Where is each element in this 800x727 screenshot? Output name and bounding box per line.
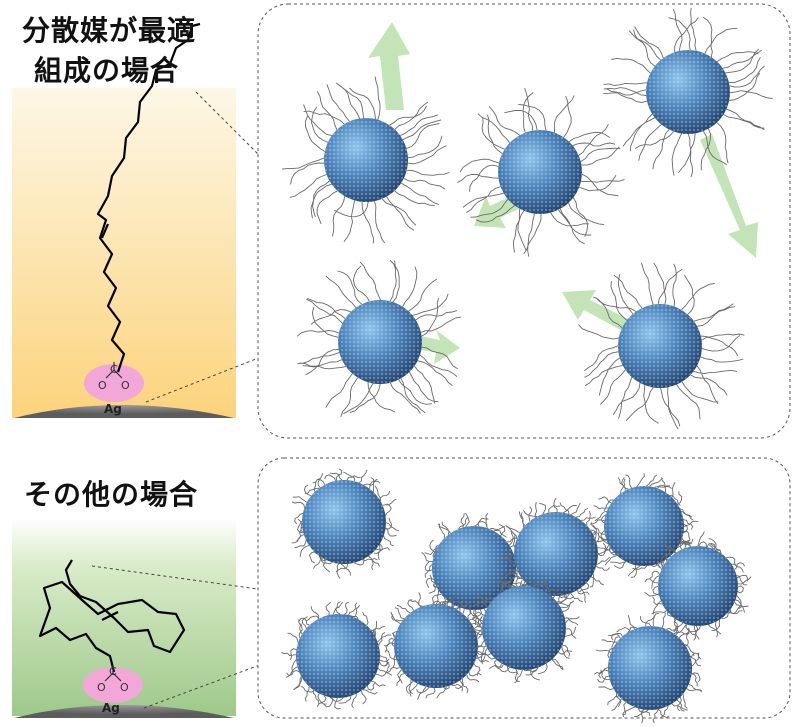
nanoparticle-dispersed — [578, 262, 745, 430]
nanoparticle-dispersed — [281, 76, 450, 244]
crystal-lattice — [432, 526, 516, 610]
carbon-label-top: C — [110, 363, 118, 376]
ligand-shell — [291, 468, 400, 579]
title-optimal-line1: 分散媒が最適 — [22, 14, 197, 47]
crystal-lattice — [658, 546, 738, 626]
motion-arrows — [368, 22, 758, 364]
nanoparticle-aggregated — [467, 575, 580, 684]
carboxylate-group-bottom — [83, 667, 143, 703]
silver-substrate-top — [14, 405, 234, 418]
nanoparticle-aggregated — [593, 612, 703, 724]
nanoparticle-aggregated — [644, 531, 752, 641]
carbon-label-bottom: C — [109, 665, 117, 678]
carboxylate-bonds-bottom — [104, 665, 122, 682]
crystal-lattice — [482, 586, 566, 670]
nanoparticle-aggregated — [500, 497, 611, 610]
oxygen-label-top-left: O — [98, 379, 107, 392]
ligand-shell — [644, 531, 752, 641]
double-bond-top — [100, 223, 110, 239]
crystal-lattice — [498, 130, 582, 214]
silver-substrate-bottom — [14, 705, 234, 718]
oxygen-label-top-right: O — [121, 379, 130, 392]
double-bond-bottom — [101, 611, 119, 621]
nanoparticle-dispersed — [296, 259, 462, 417]
nanoparticle-dispersed — [603, 7, 773, 178]
crystal-lattice — [296, 614, 380, 698]
ligand-shell — [593, 612, 703, 724]
carboxylate-bonds-top — [105, 362, 123, 379]
ligand-panel-optimal — [12, 88, 236, 418]
ligand-shell — [603, 7, 773, 178]
nanoparticle-layer — [281, 7, 773, 724]
crystal-lattice — [646, 50, 730, 134]
ligand-shell — [457, 88, 625, 257]
ligand-shell — [296, 259, 462, 417]
carboxylate-group-top — [84, 364, 144, 402]
silver-label-bottom: Ag — [102, 701, 120, 715]
silver-label-top: Ag — [104, 402, 122, 416]
nanoparticle-dispersed — [457, 88, 625, 257]
nanoparticle-aggregated — [281, 601, 393, 710]
title-other: その他の場合 — [24, 478, 199, 511]
crystal-lattice — [338, 300, 422, 384]
crystal-lattice — [618, 304, 702, 388]
arrow-right — [418, 330, 460, 364]
oxygen-label-bottom-right: O — [120, 681, 129, 694]
crystal-lattice — [604, 486, 684, 566]
arrow-down-right — [700, 134, 758, 258]
crystal-lattice — [324, 118, 408, 202]
arrow-up — [368, 22, 410, 110]
crystal-lattice — [302, 480, 386, 564]
oleate-chain-bent — [38, 559, 186, 673]
nanoparticle-aggregated — [291, 468, 400, 579]
nanoparticle-aggregated — [589, 473, 699, 578]
crystal-lattice — [514, 512, 598, 596]
oxygen-label-bottom-left: O — [97, 681, 106, 694]
ligand-shell — [383, 592, 493, 700]
nanoparticle-aggregated — [421, 512, 528, 626]
nanoparticle-aggregated — [383, 592, 493, 700]
ligand-shell — [578, 262, 745, 430]
crystal-lattice — [394, 604, 478, 688]
crystal-lattice — [608, 626, 692, 710]
title-optimal-line2: 組成の場合 — [34, 54, 180, 87]
ligand-shell — [281, 76, 450, 244]
oleate-chain-straight — [96, 22, 201, 373]
